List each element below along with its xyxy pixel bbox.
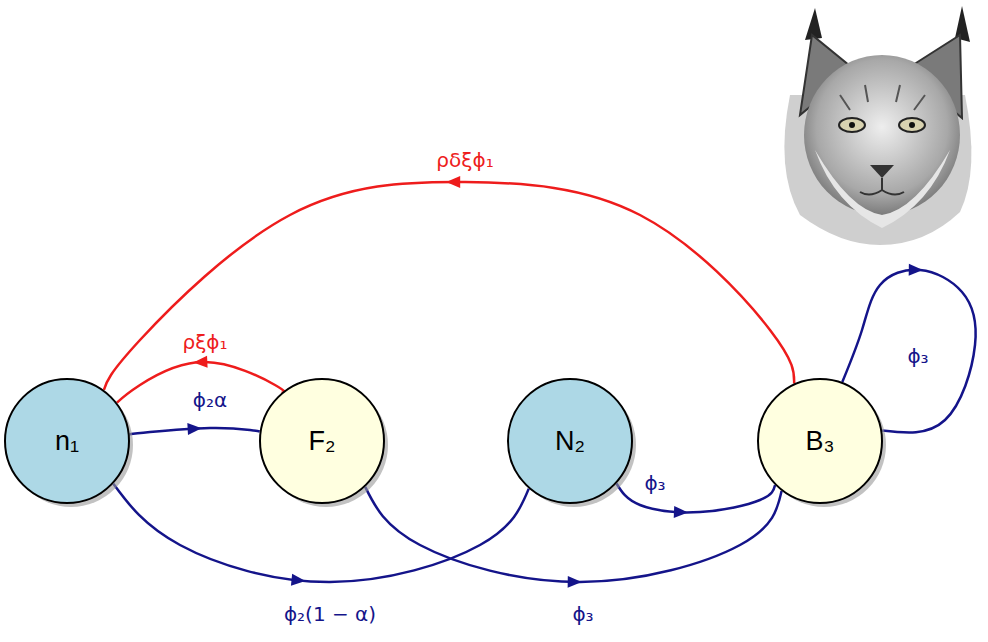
lynx-markings [840,85,925,110]
arrowhead [193,356,207,368]
state-label: B₃ [805,426,834,457]
arrowhead [291,574,306,586]
lynx-eye [839,118,865,132]
lynx-illustration [784,6,971,245]
lynx-face [804,55,960,215]
state-label: F₂ [309,426,336,457]
arrowhead [187,423,201,435]
state-circle: n₁ [4,378,130,504]
arrowhead [909,264,923,276]
state-circle: N₂ [507,378,633,504]
rate-label: ρδξϕ₁ [434,149,495,171]
lynx-chin [815,150,950,228]
rate-label: ϕ₃ [570,603,595,625]
state-label: n₁ [55,426,79,457]
rate-label: ϕ₃ [905,345,930,367]
lynx-pupil [849,122,855,128]
lynx-pupil [909,122,915,128]
state-label: N₂ [555,426,585,457]
state-circle: F₂ [259,378,385,504]
rate-label: ϕ₂(1 − α) [282,603,378,625]
circle-fill [260,379,384,503]
rate-label: ϕ₃ [642,472,667,494]
arrowhead [568,576,582,588]
transition-arrow [130,423,260,435]
arrowhead [446,176,460,188]
lynx-mouth [860,178,904,195]
rate-label: ϕ₂α [191,389,229,411]
lynx-nose [870,165,894,178]
transition-arrow [104,176,794,390]
lynx-eye [899,118,925,132]
circle-fill [758,379,882,503]
rate-label: ρξϕ₁ [180,331,229,353]
circle-fill [508,379,632,503]
arrowhead [674,506,688,518]
state-circle: B₃ [757,378,883,504]
circle-fill [5,379,129,503]
transition-arrow [616,484,775,518]
transition-line [616,484,775,513]
transition-line [104,182,794,390]
